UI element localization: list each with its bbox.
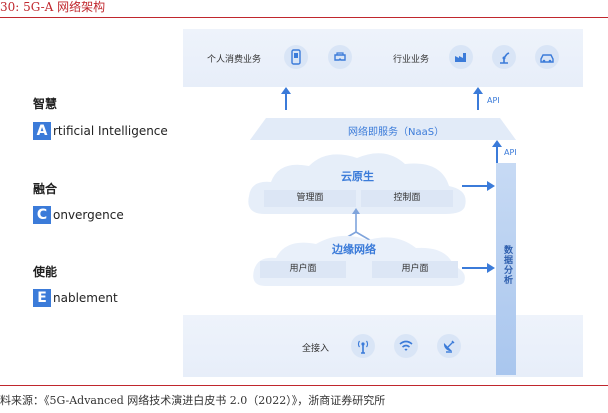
management-plane-box: 管理面 — [264, 190, 356, 207]
pillar-letter-c: C — [33, 206, 51, 224]
antenna-tower-icon — [351, 334, 375, 358]
robot-arm-icon — [492, 45, 516, 69]
cloud-native-title: 云原生 — [341, 170, 374, 183]
services-band — [183, 29, 583, 87]
full-access-label: 全接入 — [302, 344, 330, 354]
pillar-cn-enablement: 使能 — [33, 265, 58, 279]
api-label-side: API — [504, 148, 517, 157]
pillar-letter-a: A — [33, 122, 51, 140]
footer-divider — [0, 385, 608, 386]
access-band — [183, 315, 583, 377]
data-analysis-label: 数据分析 — [502, 245, 512, 285]
phone-icon — [284, 45, 308, 69]
pillar-convergence: C onvergence — [33, 206, 124, 224]
pillar-text-ai: rtificial Intelligence — [53, 124, 168, 138]
pillar-text-enablement: nablement — [53, 291, 118, 305]
pillar-letter-e: E — [33, 289, 51, 307]
car-icon — [535, 45, 559, 69]
api-label-top: API — [487, 96, 500, 105]
naas-label: 网络即服务（NaaS） — [348, 127, 445, 138]
consumer-services-label: 个人消费业务 — [207, 55, 262, 65]
satellite-dish-icon — [437, 334, 461, 358]
wifi-icon — [394, 334, 418, 358]
vr-headset-icon — [328, 45, 352, 69]
pillar-enablement: E nablement — [33, 289, 118, 307]
source-note: 料来源：《5G-Advanced 网络技术演进白皮书 2.0（2022）》，浙商… — [0, 394, 386, 407]
figure-title: 30: 5G-A 网络架构 — [0, 0, 106, 14]
edge-network-cloud — [253, 235, 465, 286]
factory-icon — [449, 45, 473, 69]
control-plane-box: 控制面 — [361, 190, 453, 207]
pillar-text-convergence: onvergence — [53, 208, 124, 222]
user-plane-box-1: 用户面 — [260, 261, 346, 278]
naas-platform — [250, 118, 516, 140]
pillar-cn-convergence: 融合 — [33, 182, 58, 196]
title-divider — [0, 17, 608, 18]
data-analysis-bar — [496, 163, 516, 375]
pillar-ai: A rtificial Intelligence — [33, 122, 168, 140]
industry-services-label: 行业业务 — [393, 55, 430, 65]
user-plane-box-2: 用户面 — [372, 261, 458, 278]
edge-network-title: 边缘网络 — [332, 243, 376, 256]
pillar-cn-ai: 智慧 — [33, 97, 58, 111]
